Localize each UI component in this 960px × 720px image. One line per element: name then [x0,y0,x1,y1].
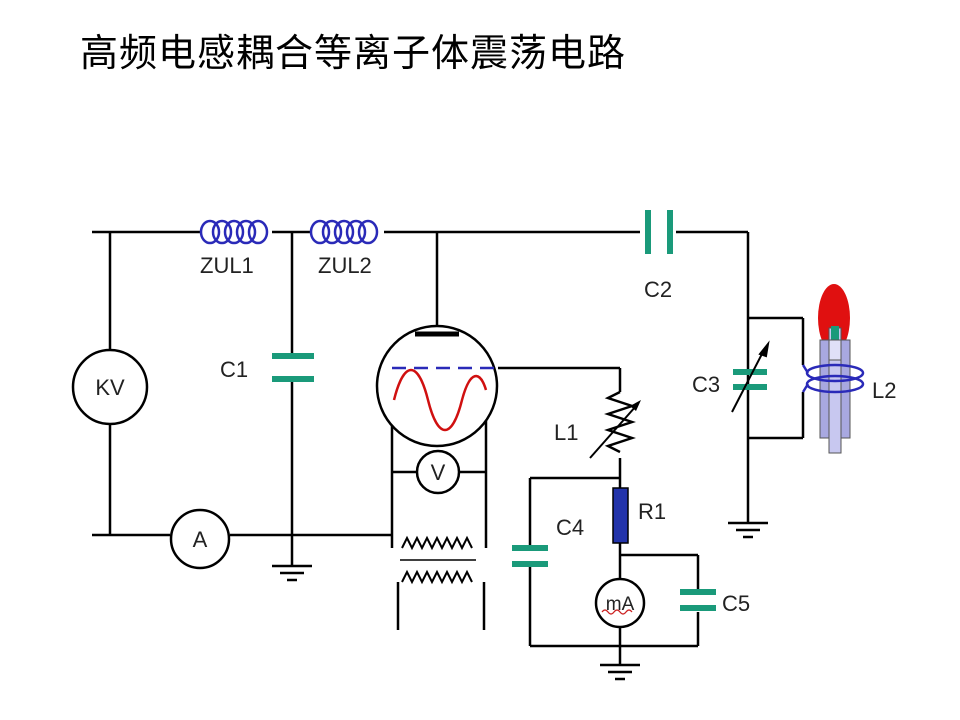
voltmeter: V [415,449,461,495]
c5-capacitor [680,589,716,611]
vacuum-tube [375,324,499,448]
c1-label: C1 [220,357,248,382]
c2-label: C2 [644,277,672,302]
zul1-label: ZUL1 [200,253,254,278]
c4-capacitor [512,545,548,567]
zul2-coil [309,219,379,245]
component-labels: ZUL1 ZUL2 C1 C2 C3 C4 C5 L1 L2 R1 [200,253,896,616]
svg-text:A: A [193,527,208,552]
l2-label: L2 [872,378,896,403]
plasma-torch [818,284,851,454]
svg-text:V: V [431,460,446,485]
c1-capacitor [272,353,314,382]
zul2-label: ZUL2 [318,253,372,278]
l2-coil [801,363,865,394]
choke-coils [199,219,379,245]
l1-label: L1 [554,420,578,445]
ground-symbols [272,521,768,681]
r1-resistor [612,487,629,544]
r1-label: R1 [638,499,666,524]
c3-label: C3 [692,372,720,397]
svg-text:KV: KV [95,375,125,400]
c3-variable-arrow [731,340,770,413]
c5-label: C5 [722,591,750,616]
c2-capacitor [645,210,673,254]
page-title: 高频电感耦合等离子体震荡电路 [80,31,627,75]
filament-transformer [400,535,476,585]
ammeter: A [169,508,231,570]
kv-meter: KV [71,348,149,426]
milliammeter: mA [594,577,646,629]
capacitors [272,210,767,611]
c3-capacitor [733,369,767,390]
l1-inductor [589,390,641,459]
svg-text:mA: mA [606,594,635,615]
zul1-coil [199,219,269,245]
wires [92,230,805,664]
c4-label: C4 [556,515,584,540]
